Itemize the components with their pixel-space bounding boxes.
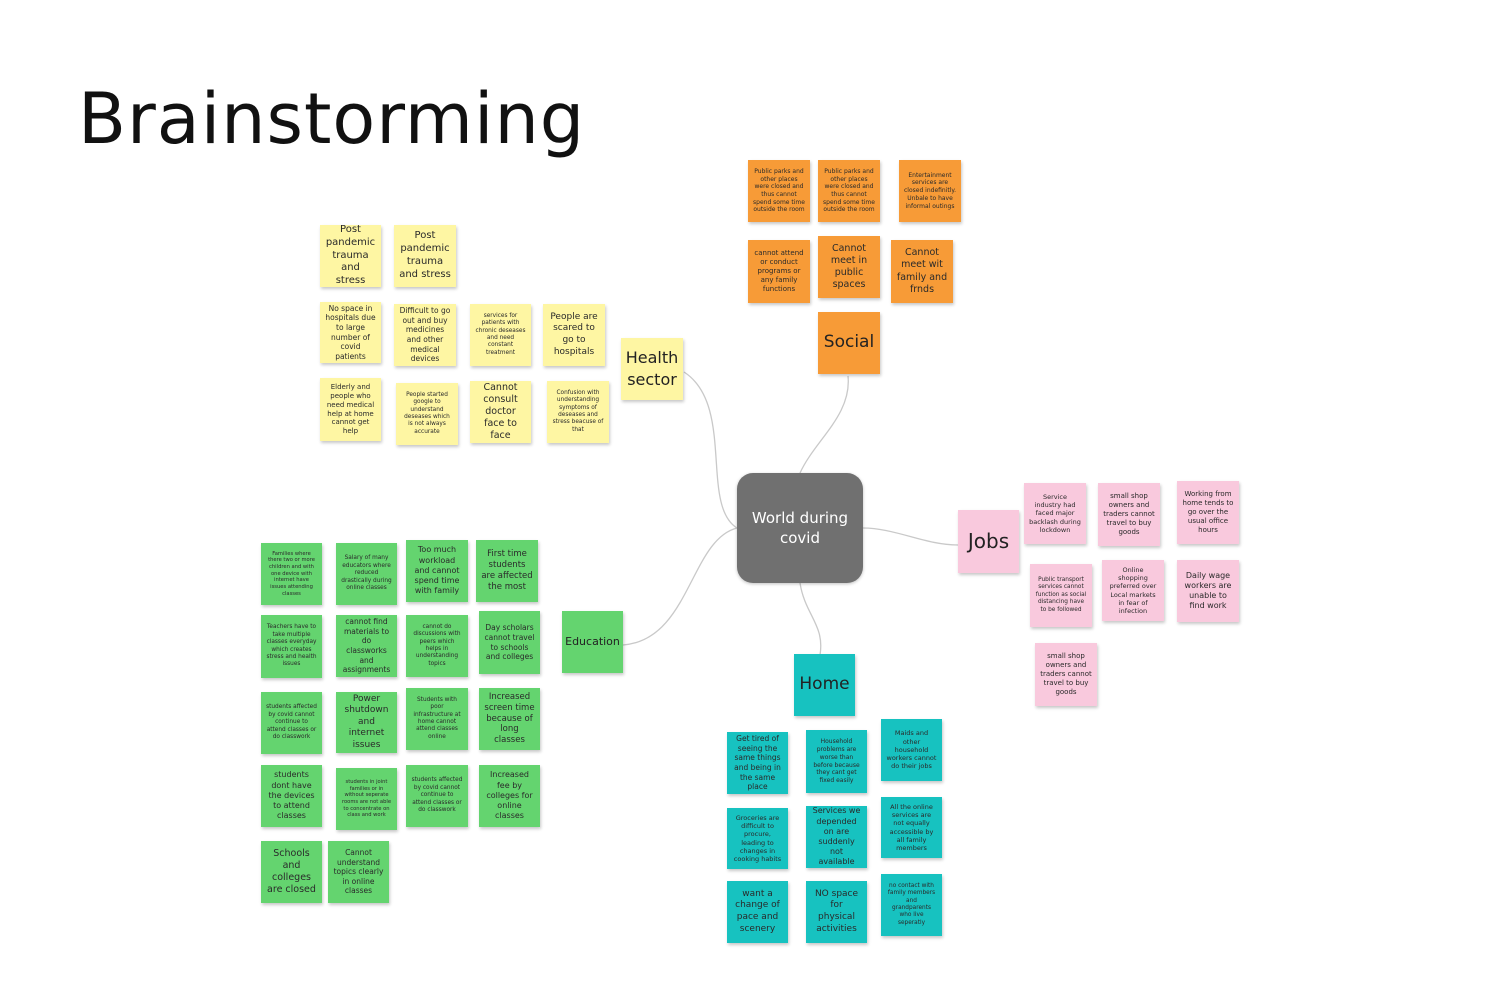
jobs-note[interactable]: small shop owners and traders cannot tra…	[1098, 483, 1160, 546]
education-note[interactable]: Families where there two or more childre…	[261, 543, 322, 605]
home-note[interactable]: Household problems are worse than before…	[806, 730, 867, 793]
home-note[interactable]: Get tired of seeing the same things and …	[727, 732, 788, 794]
education-note[interactable]: Day scholars cannot travel to schools an…	[479, 611, 540, 674]
education-note[interactable]: cannot find materials to do classworks a…	[336, 615, 397, 677]
home-note[interactable]: no contact with family members and grand…	[881, 874, 942, 936]
health-note[interactable]: No space in hospitals due to large numbe…	[320, 302, 381, 363]
education-note[interactable]: First time students are affected the mos…	[476, 540, 538, 602]
education-note[interactable]: students in joint families or in without…	[336, 768, 397, 830]
jobs-note[interactable]: Working from home tends to go over the u…	[1177, 481, 1239, 544]
health-sector-label[interactable]: Health sector	[621, 338, 683, 400]
jobs-note[interactable]: Daily wage workers are unable to find wo…	[1177, 560, 1239, 622]
education-label[interactable]: Education	[562, 611, 623, 673]
education-note[interactable]: Power shutdown and internet issues	[336, 692, 397, 753]
link-home	[799, 582, 822, 656]
jobs-note[interactable]: Public transport services cannot functio…	[1030, 564, 1092, 627]
social-note[interactable]: Public parks and other places were close…	[818, 160, 880, 222]
health-note[interactable]: Confusion with understanding symptoms of…	[547, 381, 609, 443]
home-label[interactable]: Home	[794, 654, 855, 716]
education-note[interactable]: Salary of many educators where reduced d…	[336, 543, 397, 605]
page-title: Brainstorming	[78, 78, 586, 160]
health-note[interactable]: Cannot consult doctor face to face	[470, 381, 531, 443]
social-note[interactable]: Public parks and other places were close…	[748, 160, 810, 222]
central-topic-node[interactable]: World during covid	[737, 473, 863, 583]
health-note[interactable]: Post pandemic trauma and stress	[394, 225, 456, 287]
home-note[interactable]: Groceries are difficult to procure, lead…	[727, 808, 788, 869]
link-jobs	[862, 527, 959, 546]
social-note[interactable]: Cannot meet wit family and frnds	[891, 240, 953, 303]
education-note[interactable]: Increased fee by colleges for online cla…	[479, 765, 540, 827]
home-note[interactable]: Services we depended on are suddenly not…	[806, 806, 867, 868]
jobs-label[interactable]: Jobs	[958, 510, 1019, 573]
jobs-note[interactable]: Online shopping preferred over Local mar…	[1102, 560, 1164, 621]
education-note[interactable]: Cannot understand topics clearly in onli…	[328, 841, 389, 903]
social-note[interactable]: Entertainment services are closed indefi…	[899, 160, 961, 222]
home-note[interactable]: All the online services are not equally …	[881, 797, 942, 858]
health-note[interactable]: Difficult to go out and buy medicines an…	[394, 304, 456, 366]
social-note[interactable]: Cannot meet in public spaces	[818, 236, 880, 298]
health-note[interactable]: Elderly and people who need medical help…	[320, 378, 381, 441]
health-note[interactable]: Post pandemic trauma and stress	[320, 224, 381, 287]
education-note[interactable]: Too much workload and cannot spend time …	[406, 540, 468, 602]
link-social	[799, 375, 849, 474]
education-note[interactable]: cannot do discussions with peers which h…	[406, 615, 468, 677]
social-label[interactable]: Social	[818, 312, 880, 374]
home-note[interactable]: want a change of pace and scenery	[727, 881, 788, 943]
social-note[interactable]: cannot attend or conduct programs or any…	[748, 240, 810, 303]
education-note[interactable]: students affected by covid cannot contin…	[406, 765, 468, 827]
education-note[interactable]: students dont have the devices to attend…	[261, 765, 322, 827]
health-note[interactable]: People are scared to go to hospitals	[543, 304, 605, 366]
education-note[interactable]: Schools and colleges are closed	[261, 841, 322, 903]
home-note[interactable]: Maids and other household workers cannot…	[881, 719, 942, 781]
jobs-note[interactable]: small shop owners and traders cannot tra…	[1035, 643, 1097, 706]
link-health	[683, 371, 738, 529]
health-note[interactable]: People started google to understand dese…	[396, 383, 458, 445]
home-note[interactable]: NO space for physical activities	[806, 881, 867, 943]
link-education	[622, 527, 738, 646]
health-note[interactable]: services for patients with chronic desea…	[470, 304, 531, 366]
jobs-note[interactable]: Service industry had faced major backlas…	[1024, 483, 1086, 544]
education-note[interactable]: Students with poor infrastructure at hom…	[406, 688, 468, 750]
education-note[interactable]: students affected by covid cannot contin…	[261, 692, 322, 754]
education-note[interactable]: Increased screen time because of long cl…	[479, 688, 540, 750]
education-note[interactable]: Teachers have to take multiple classes e…	[261, 615, 322, 678]
